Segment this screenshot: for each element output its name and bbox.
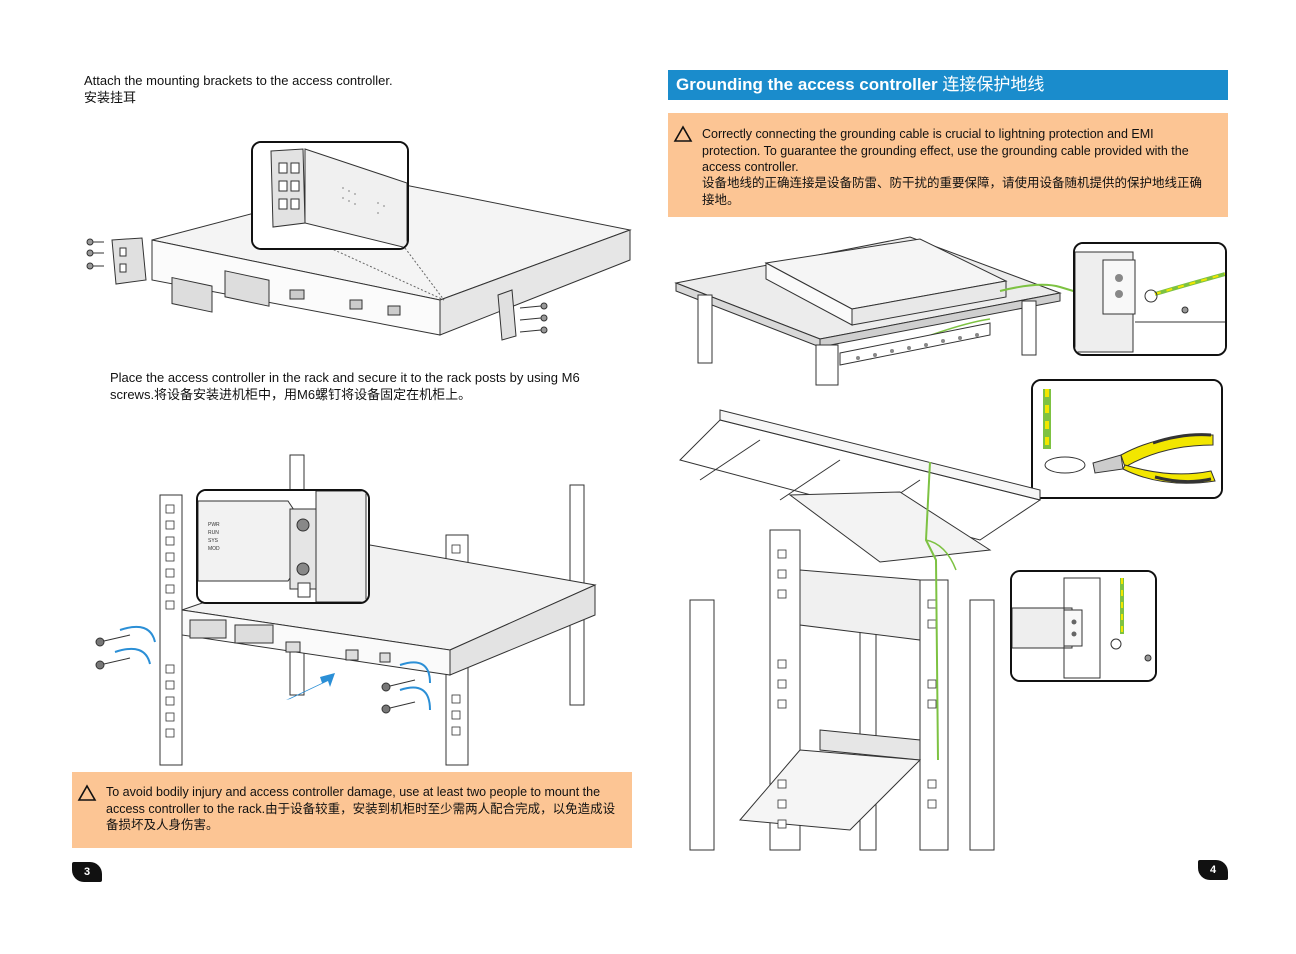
curved-arrow-icon	[399, 686, 431, 711]
rack-caution-text: To avoid bodily injury and access contro…	[106, 785, 616, 832]
grounding-caution-zh: 设备地线的正确连接是设备防雷、防干扰的重要保障，请使用设备随机提供的保护地线正确…	[702, 176, 1203, 207]
curved-arrow-icon	[114, 648, 151, 665]
rack-grounding-figure	[679, 409, 1042, 851]
left-bracket	[111, 237, 147, 285]
page-number-right: 4	[1198, 860, 1228, 880]
crimping-tool-callout	[1031, 379, 1223, 499]
panel-label-mod: MOD	[208, 546, 220, 552]
screw-icon	[519, 302, 548, 334]
curved-arrow-icon	[399, 661, 431, 684]
table-grounding-figure	[674, 236, 1101, 386]
panel-label-sys: SYS	[208, 538, 219, 544]
step2-text: Place the access controller in the rack …	[110, 370, 580, 402]
grounding-caution-en: Correctly connecting the grounding cable…	[702, 127, 1189, 174]
grounding-caution-box: Correctly connecting the grounding cable…	[668, 113, 1228, 217]
section-title: Grounding the access controller 连接保护地线	[668, 70, 1228, 100]
panel-label-run: RUN	[208, 530, 219, 536]
screw-icon	[95, 634, 416, 714]
page-number-left: 3	[72, 862, 102, 882]
step1-en: Attach the mounting brackets to the acce…	[84, 73, 393, 88]
step1-zh: 安装挂耳	[84, 90, 137, 105]
panel-labels: PWR RUN SYS MOD	[208, 521, 220, 553]
rack-caution-box: To avoid bodily injury and access contro…	[72, 772, 632, 848]
right-bracket	[497, 289, 517, 341]
warning-triangle-icon	[77, 784, 97, 801]
bracket-detail-callout	[251, 141, 409, 250]
panel-detail-callout: PWR RUN SYS MOD	[196, 489, 370, 604]
push-arrow-icon	[286, 673, 335, 700]
ground-terminal-callout	[1073, 242, 1227, 356]
section-title-zh: 连接保护地线	[942, 75, 1045, 94]
rack-ground-callout	[1010, 570, 1157, 682]
front-ports	[171, 270, 270, 313]
panel-label-pwr: PWR	[208, 522, 220, 528]
section-title-en: Grounding the access controller	[676, 75, 938, 94]
step1-text: Attach the mounting brackets to the acce…	[84, 72, 604, 106]
curved-arrow-icon	[119, 626, 156, 643]
rack-mount-figure	[95, 454, 597, 766]
screw-icon	[86, 238, 104, 270]
warning-triangle-icon	[673, 125, 693, 142]
